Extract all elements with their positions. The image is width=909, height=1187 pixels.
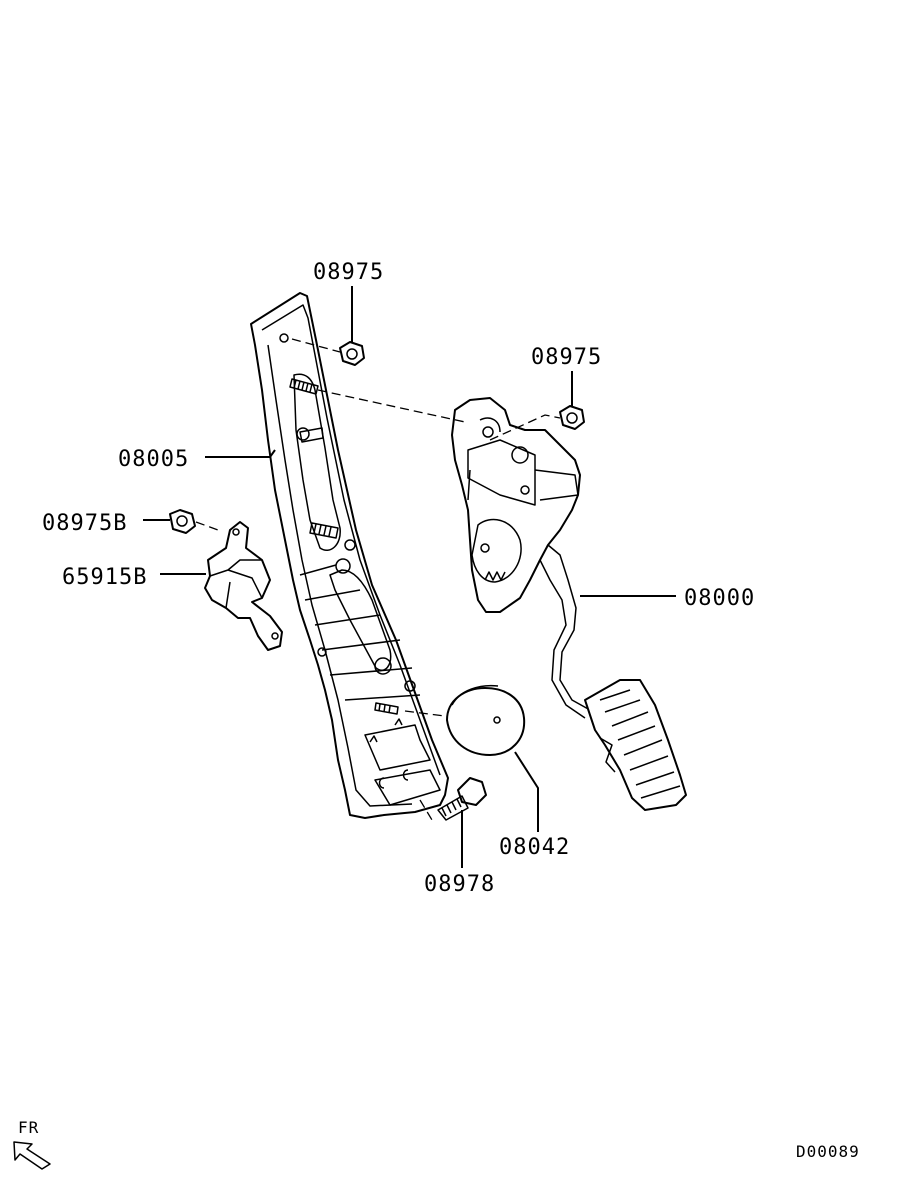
label-nut-b: 08975B	[42, 511, 127, 536]
label-pedal-assembly: 08000	[684, 586, 755, 611]
label-nut-top: 08975	[313, 260, 384, 285]
dash-line	[404, 710, 446, 717]
nut-right	[559, 405, 585, 430]
pedal-bracket	[250, 292, 449, 819]
label-nut-right: 08975	[531, 345, 602, 370]
arrow-icon	[13, 1141, 51, 1170]
dash-line	[317, 389, 466, 423]
dash-line	[419, 799, 433, 821]
bolt	[437, 777, 487, 821]
nut-top	[339, 341, 365, 366]
diagram-code: D00089	[796, 1142, 860, 1161]
sensor-b	[204, 521, 283, 651]
stopper	[446, 684, 526, 756]
fr-label: FR	[18, 1118, 39, 1137]
dash-line	[489, 414, 561, 441]
leader-line	[514, 751, 539, 832]
label-bolt: 08978	[424, 872, 495, 897]
nut-b	[169, 509, 196, 534]
dash-line	[291, 338, 341, 353]
leader-line	[205, 449, 276, 458]
pedal-assembly	[451, 397, 687, 811]
label-bracket: 08005	[118, 447, 189, 472]
label-sensor-b: 65915B	[62, 565, 147, 590]
dash-line	[195, 521, 219, 531]
front-direction-indicator: FR	[13, 1118, 51, 1170]
label-stopper: 08042	[499, 835, 570, 860]
